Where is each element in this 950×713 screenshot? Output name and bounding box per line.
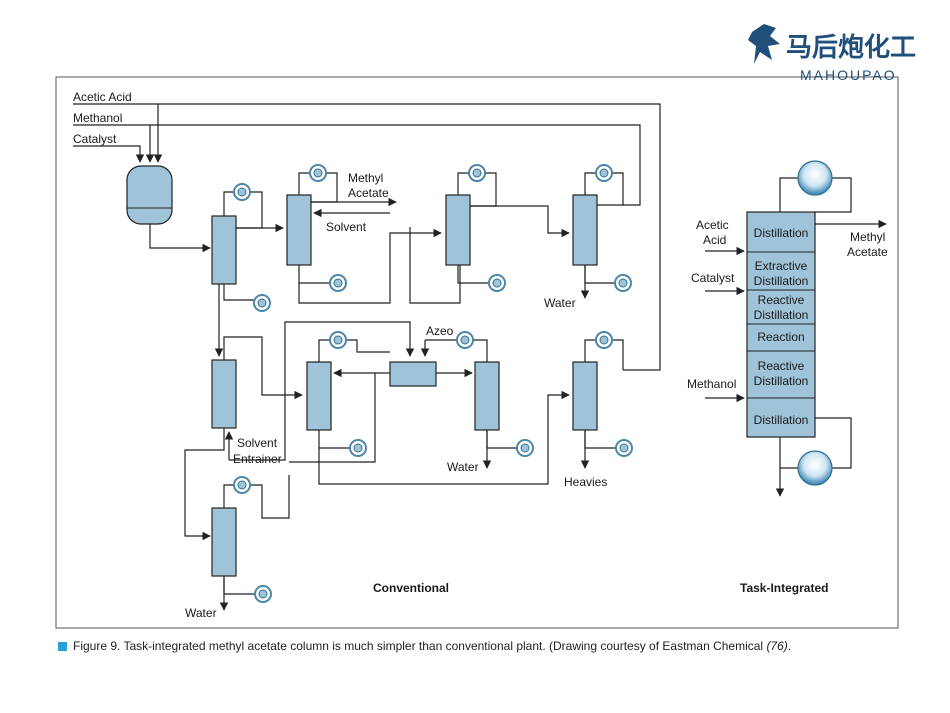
caption-end: . xyxy=(787,639,792,653)
acetic-acid-line xyxy=(73,103,661,371)
label-integrated-catalyst: Catalyst xyxy=(691,271,735,285)
reactor-outlet xyxy=(149,224,211,253)
column-5 xyxy=(211,359,237,429)
label-acetate: Acetate xyxy=(348,186,389,200)
label-azeo: Azeo xyxy=(426,324,454,338)
methanol-line xyxy=(73,124,641,206)
label-integrated-methanol: Methanol xyxy=(687,377,736,391)
column-3 xyxy=(445,194,471,266)
column-6 xyxy=(306,361,332,431)
label-water-bottom: Water xyxy=(185,606,217,620)
label-water-top: Water xyxy=(544,296,576,310)
column-7 xyxy=(474,361,500,431)
caption-text: Figure 9. Task-integrated methyl acetate… xyxy=(73,639,767,653)
label-heavies: Heavies xyxy=(564,475,607,489)
column-4-overhead xyxy=(584,172,624,206)
horse-icon xyxy=(748,24,780,64)
integrated-reboiler xyxy=(797,450,833,486)
column-4 xyxy=(572,194,598,266)
column-2 xyxy=(286,194,312,266)
label-water-mid: Water xyxy=(447,460,479,474)
section-extractive-1: Extractive xyxy=(755,259,808,273)
label-entrainer: Entrainer xyxy=(233,452,282,466)
label-integrated-acetic: Acetic xyxy=(696,218,729,232)
label-integrated-acid: Acid xyxy=(703,233,726,247)
figure-caption: Figure 9. Task-integrated methyl acetate… xyxy=(58,639,791,653)
figure-frame xyxy=(55,76,899,629)
conventional-title: Conventional xyxy=(373,581,449,595)
column-1 xyxy=(211,215,237,285)
brand-logo: 马后炮化工 MAHOUPAO xyxy=(748,24,916,82)
section-reactive-2: Distillation xyxy=(754,308,809,322)
integrated-overhead-loop xyxy=(779,177,852,213)
label-catalyst: Catalyst xyxy=(73,132,117,146)
section-reactive-1: Reactive xyxy=(758,293,805,307)
integrated-title: Task-Integrated xyxy=(740,581,828,595)
column-6-overhead xyxy=(318,339,390,362)
label-integrated-acetate: Acetate xyxy=(847,245,888,259)
section-reactive-dist-2: Distillation xyxy=(754,374,809,388)
section-extractive-2: Distillation xyxy=(754,274,809,288)
section-reactive-dist-1: Reactive xyxy=(758,359,805,373)
caption-reference: (76) xyxy=(766,639,788,653)
column-7-overhead xyxy=(425,339,488,362)
label-acetic-acid: Acetic Acid xyxy=(73,90,132,104)
conventional-process: Acetic Acid Methanol Catalyst Methyl Ace… xyxy=(73,90,661,620)
reactor-vessel xyxy=(126,165,173,225)
column-1-bottoms xyxy=(223,284,262,301)
column-9-overhead xyxy=(223,475,290,519)
section-reaction: Reaction xyxy=(757,330,804,344)
label-methanol: Methanol xyxy=(73,111,122,125)
logo-subtext: MAHOUPAO xyxy=(800,67,897,82)
column-8 xyxy=(572,361,598,431)
label-solvent2: Solvent xyxy=(237,436,278,450)
column-5-overhead xyxy=(223,336,303,400)
caption-marker xyxy=(58,642,67,651)
label-methyl: Methyl xyxy=(348,171,383,185)
catalyst-feed xyxy=(73,145,145,163)
decanter xyxy=(389,361,437,387)
logo-text: 马后炮化工 xyxy=(786,32,916,63)
label-integrated-methyl: Methyl xyxy=(850,230,885,244)
integrated-condenser xyxy=(797,160,833,196)
section-distillation-bottom: Distillation xyxy=(754,413,809,427)
task-integrated-column: Methyl Acetate Distillation Extractive D… xyxy=(687,160,888,595)
label-solvent: Solvent xyxy=(326,220,367,234)
section-distillation-top: Distillation xyxy=(754,226,809,240)
column-9 xyxy=(211,507,237,577)
integrated-reboiler-loop xyxy=(779,417,852,469)
